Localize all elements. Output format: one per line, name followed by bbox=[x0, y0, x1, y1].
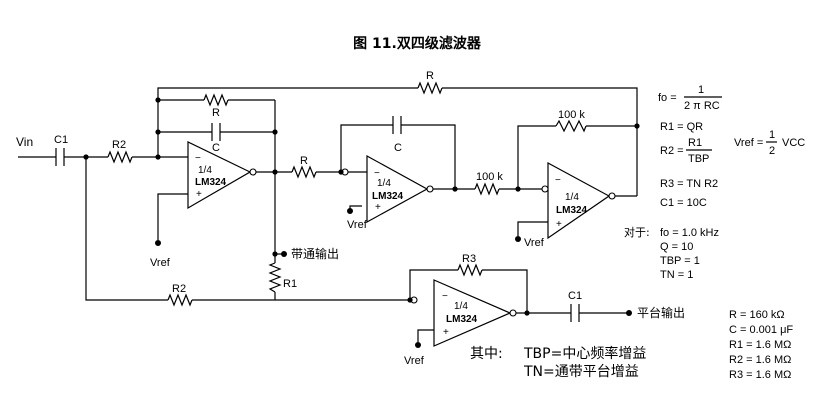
opamp-3-output-node bbox=[608, 192, 616, 200]
eq-r3: R3 = TN R2 bbox=[660, 178, 718, 190]
label-vin: Vin bbox=[16, 135, 33, 149]
capacitor-c-feedback-1 bbox=[211, 123, 221, 141]
label-r-feedback-1: R bbox=[212, 107, 220, 119]
eq-r2-num: R1 bbox=[688, 137, 702, 149]
label-c-integrator: C bbox=[394, 142, 402, 154]
vref-label-3: Vref bbox=[524, 237, 545, 249]
cond-header: 对于: bbox=[624, 225, 650, 239]
opamp-4-output-node bbox=[509, 309, 517, 317]
eq-vref-num: 1 bbox=[769, 129, 775, 141]
vref-label-2: Vref bbox=[347, 219, 368, 231]
vref-terminal-1 bbox=[155, 240, 161, 246]
svg-text:−: − bbox=[374, 168, 380, 179]
resistor-r-stage-1-2 bbox=[291, 165, 317, 179]
svg-text:1/4: 1/4 bbox=[454, 301, 468, 312]
eq-r2-den: TBP bbox=[688, 153, 709, 165]
svg-text:+: + bbox=[443, 327, 449, 338]
opamp-4: − + 1/4 LM324 bbox=[433, 279, 512, 347]
opamp-1: − + 1/4 LM324 bbox=[187, 141, 252, 210]
svg-text:LM324: LM324 bbox=[556, 205, 588, 216]
label-r-top: R bbox=[426, 70, 434, 82]
eq-vref-lhs: Vref = bbox=[734, 137, 763, 149]
svg-text:LM324: LM324 bbox=[372, 191, 404, 202]
resistor-r3-feedback bbox=[457, 263, 483, 277]
notch-output-label: 平台输出 bbox=[637, 305, 685, 320]
vref-label-4: Vref bbox=[404, 355, 425, 367]
eq-vref-rhs: VCC bbox=[782, 137, 805, 149]
svg-text:−: − bbox=[195, 153, 201, 164]
cond-tbp: TBP = 1 bbox=[660, 255, 700, 267]
cond-q: Q = 10 bbox=[660, 241, 693, 253]
opamp-3-input-node bbox=[541, 185, 549, 193]
label-100k-stage-2-3: 100 k bbox=[476, 171, 503, 183]
legend-prefix: 其中: bbox=[470, 346, 503, 362]
svg-text:+: + bbox=[196, 189, 202, 200]
figure-title: 图 11.双四级滤波器 bbox=[353, 35, 482, 52]
label-c1-output: C1 bbox=[568, 290, 582, 302]
value-r3: R3 = 1.6 MΩ bbox=[729, 369, 791, 381]
svg-text:−: − bbox=[555, 175, 561, 186]
value-r2: R2 = 1.6 MΩ bbox=[729, 354, 791, 366]
svg-text:1/4: 1/4 bbox=[565, 192, 579, 203]
svg-text:LM324: LM324 bbox=[195, 177, 227, 188]
eq-r2-lhs: R2 = bbox=[660, 145, 684, 157]
eq-vref-den: 2 bbox=[769, 145, 775, 157]
svg-text:+: + bbox=[375, 202, 381, 213]
svg-text:+: + bbox=[556, 219, 562, 230]
svg-text:1/4: 1/4 bbox=[198, 165, 212, 176]
junction-dots bbox=[83, 97, 640, 316]
eq-c1: C1 = 10C bbox=[660, 197, 707, 209]
svg-text:1/4: 1/4 bbox=[377, 178, 391, 189]
symbol-legend: 其中: TBP=中心频率增益 TN=通带平台增益 bbox=[470, 345, 646, 380]
resistor-r2-input bbox=[107, 150, 133, 164]
opamp-2: − + 1/4 LM324 bbox=[366, 154, 429, 224]
value-c: C = 0.001 μF bbox=[729, 324, 793, 336]
design-equations: fo = 1 2 π RC R1 = QR R2 = R1 TBP R3 = T… bbox=[658, 84, 805, 209]
cond-tn: TN = 1 bbox=[660, 269, 693, 281]
opamp-2-output-node bbox=[426, 185, 434, 193]
vref-terminal-3 bbox=[515, 236, 521, 242]
capacitor-c1-input bbox=[55, 148, 65, 166]
svg-text:LM324: LM324 bbox=[446, 314, 478, 325]
resistor-100k-stage-2-3 bbox=[474, 182, 500, 196]
value-r1: R1 = 1.6 MΩ bbox=[729, 339, 791, 351]
label-r2-bottom: R2 bbox=[172, 283, 186, 295]
resistor-r-top-loop bbox=[417, 81, 443, 95]
eq-r1: R1 = QR bbox=[660, 121, 703, 133]
capacitor-c1-output bbox=[570, 304, 580, 322]
wires bbox=[18, 87, 638, 342]
vref-terminal-2 bbox=[347, 208, 353, 214]
notch-output-terminal bbox=[626, 310, 632, 316]
capacitor-c-integrator bbox=[392, 116, 402, 134]
eq-fo-lhs: fo = bbox=[658, 92, 677, 104]
label-r-stage-1-2: R bbox=[300, 155, 308, 167]
label-r1-shunt: R1 bbox=[283, 278, 297, 290]
label-r3-feedback: R3 bbox=[462, 253, 476, 265]
resistor-100k-feedback-3 bbox=[555, 119, 587, 133]
vref-label-1: Vref bbox=[150, 257, 171, 269]
component-values: R = 160 kΩ C = 0.001 μF R1 = 1.6 MΩ R2 =… bbox=[729, 309, 793, 381]
legend-tbp: TBP=中心频率增益 bbox=[523, 345, 646, 362]
design-conditions: 对于: fo = 1.0 kHz Q = 10 TBP = 1 TN = 1 bbox=[624, 225, 719, 281]
label-c-feedback-1: C bbox=[212, 142, 220, 154]
label-100k-feedback-3: 100 k bbox=[558, 109, 585, 121]
resistor-r1-shunt bbox=[268, 262, 282, 293]
resistor-r-feedback-1 bbox=[203, 93, 229, 107]
legend-tn: TN=通带平台增益 bbox=[523, 364, 639, 380]
label-c1-input: C1 bbox=[54, 134, 68, 146]
resistor-r2-bottom bbox=[167, 293, 193, 307]
bandpass-output-label: 带通输出 bbox=[291, 246, 339, 261]
opamp-3: − + 1/4 LM324 bbox=[547, 161, 611, 240]
vref-terminal-4 bbox=[415, 342, 421, 348]
label-r2-input: R2 bbox=[112, 139, 126, 151]
bandpass-output-terminal bbox=[281, 251, 287, 257]
eq-fo-num: 1 bbox=[698, 84, 704, 96]
value-r: R = 160 kΩ bbox=[729, 309, 785, 321]
cond-fo: fo = 1.0 kHz bbox=[660, 227, 719, 239]
svg-text:−: − bbox=[442, 291, 448, 302]
eq-fo-den: 2 π RC bbox=[684, 100, 720, 112]
opamp-1-output-node bbox=[249, 168, 257, 176]
